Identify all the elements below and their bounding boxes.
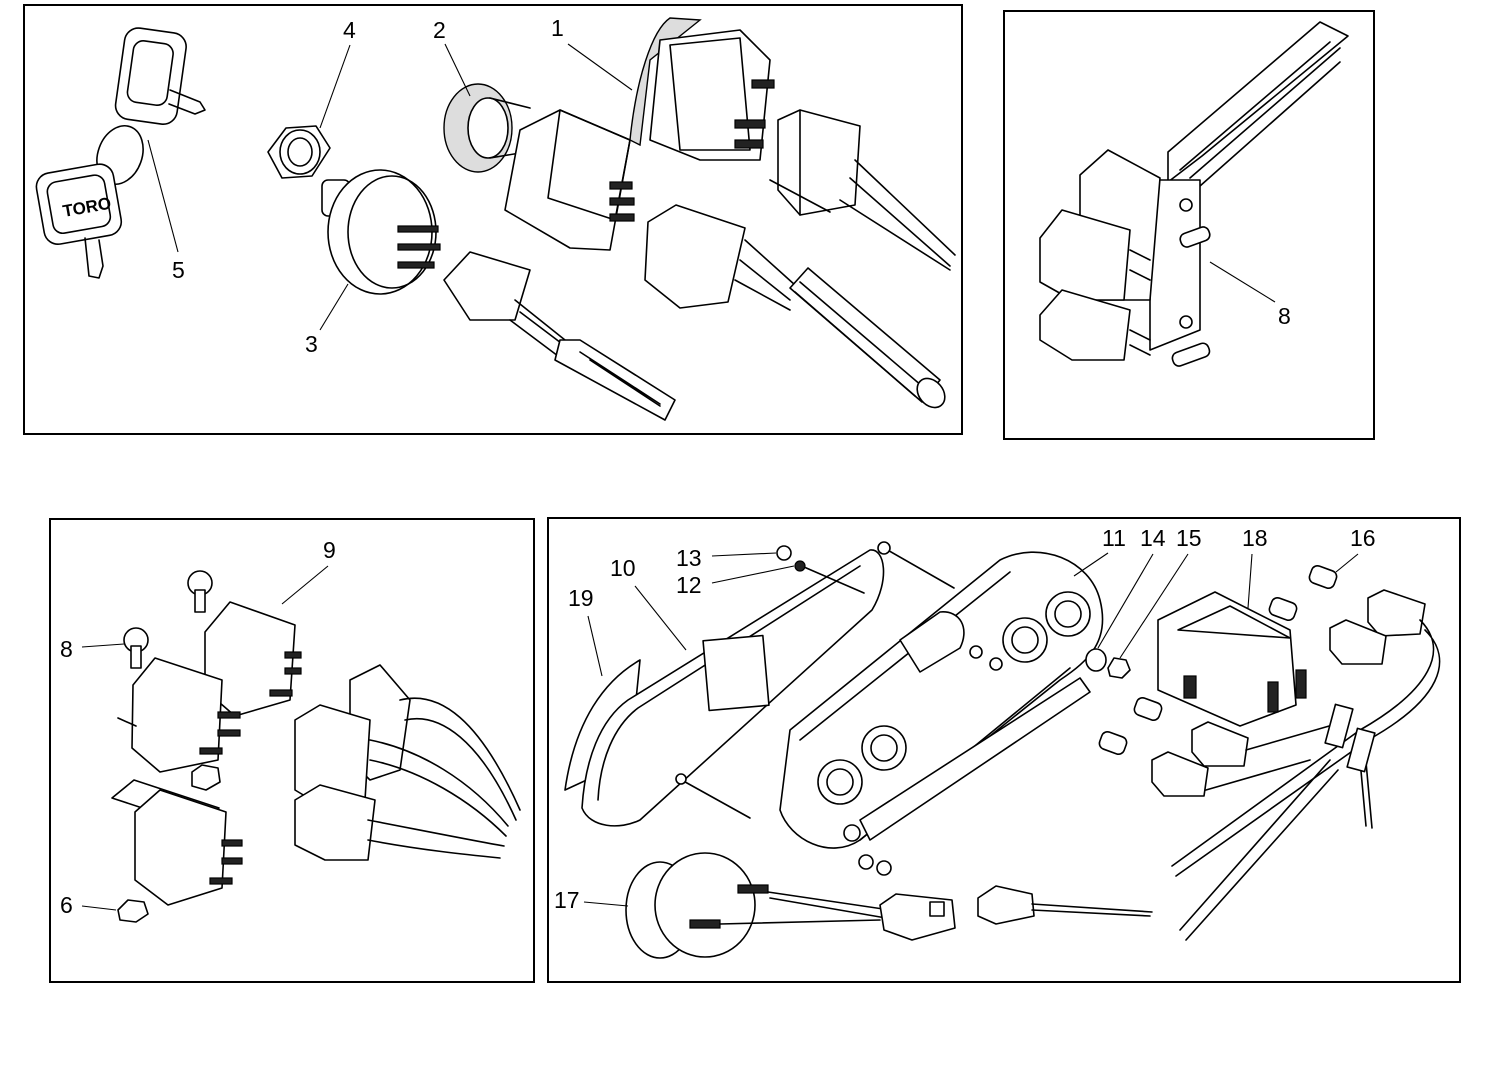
callout-2: 2: [433, 17, 446, 43]
callouts-bottom-left: 9 8 6: [60, 537, 336, 918]
callout-5: 5: [172, 257, 185, 283]
callout-19: 19: [568, 585, 594, 611]
callout-8-bottom: 8: [60, 636, 73, 662]
callout-1: 1: [551, 15, 564, 41]
nut-15-icon: [1107, 657, 1131, 679]
buzzer-17-icon: [625, 852, 1153, 959]
callout-14: 14: [1140, 525, 1166, 551]
callout-11: 11: [1102, 525, 1126, 551]
nut-4-icon: [267, 125, 331, 179]
switch-bezel-icon: [443, 83, 531, 173]
washer-13-icon: [776, 545, 792, 561]
callout-3: 3: [305, 331, 318, 357]
callouts-bottom-right: 10 11 12 13 14 15 16 17 18 19: [554, 525, 1376, 913]
callouts-top-left: 1 2 3 4 5: [147, 15, 633, 357]
callout-18: 18: [1242, 525, 1268, 551]
bulbs-harness-16-icon: [1098, 564, 1441, 941]
callout-8-top: 8: [1278, 303, 1291, 329]
rocker-switch-1-icon: [629, 17, 775, 161]
washer-12-icon: [794, 560, 806, 572]
gasket-10-icon: [581, 549, 885, 827]
ignition-keys-icon: TORO: [35, 27, 206, 279]
callout-17: 17: [554, 887, 580, 913]
callout-15: 15: [1176, 525, 1202, 551]
callout-10: 10: [610, 555, 636, 581]
rocker-connector-top-icon: [769, 109, 956, 271]
ignition-switch-icon: [321, 169, 441, 295]
switch-18-icon: [1157, 591, 1307, 727]
relay-block-icon: [1039, 21, 1349, 367]
rocker-connector-bottom-icon: [644, 204, 946, 409]
relays-group-icon: [111, 570, 521, 923]
rocker-switch-center-icon: [504, 109, 635, 251]
callout-6: 6: [60, 892, 73, 918]
callout-13: 13: [676, 545, 702, 571]
callout-16: 16: [1350, 525, 1376, 551]
ignition-connector-icon: [443, 251, 676, 421]
callout-9: 9: [323, 537, 336, 563]
washer-14-icon: [1085, 648, 1107, 672]
callout-12: 12: [676, 572, 702, 598]
housing-11-icon: [779, 551, 1104, 849]
callout-4: 4: [343, 17, 356, 43]
